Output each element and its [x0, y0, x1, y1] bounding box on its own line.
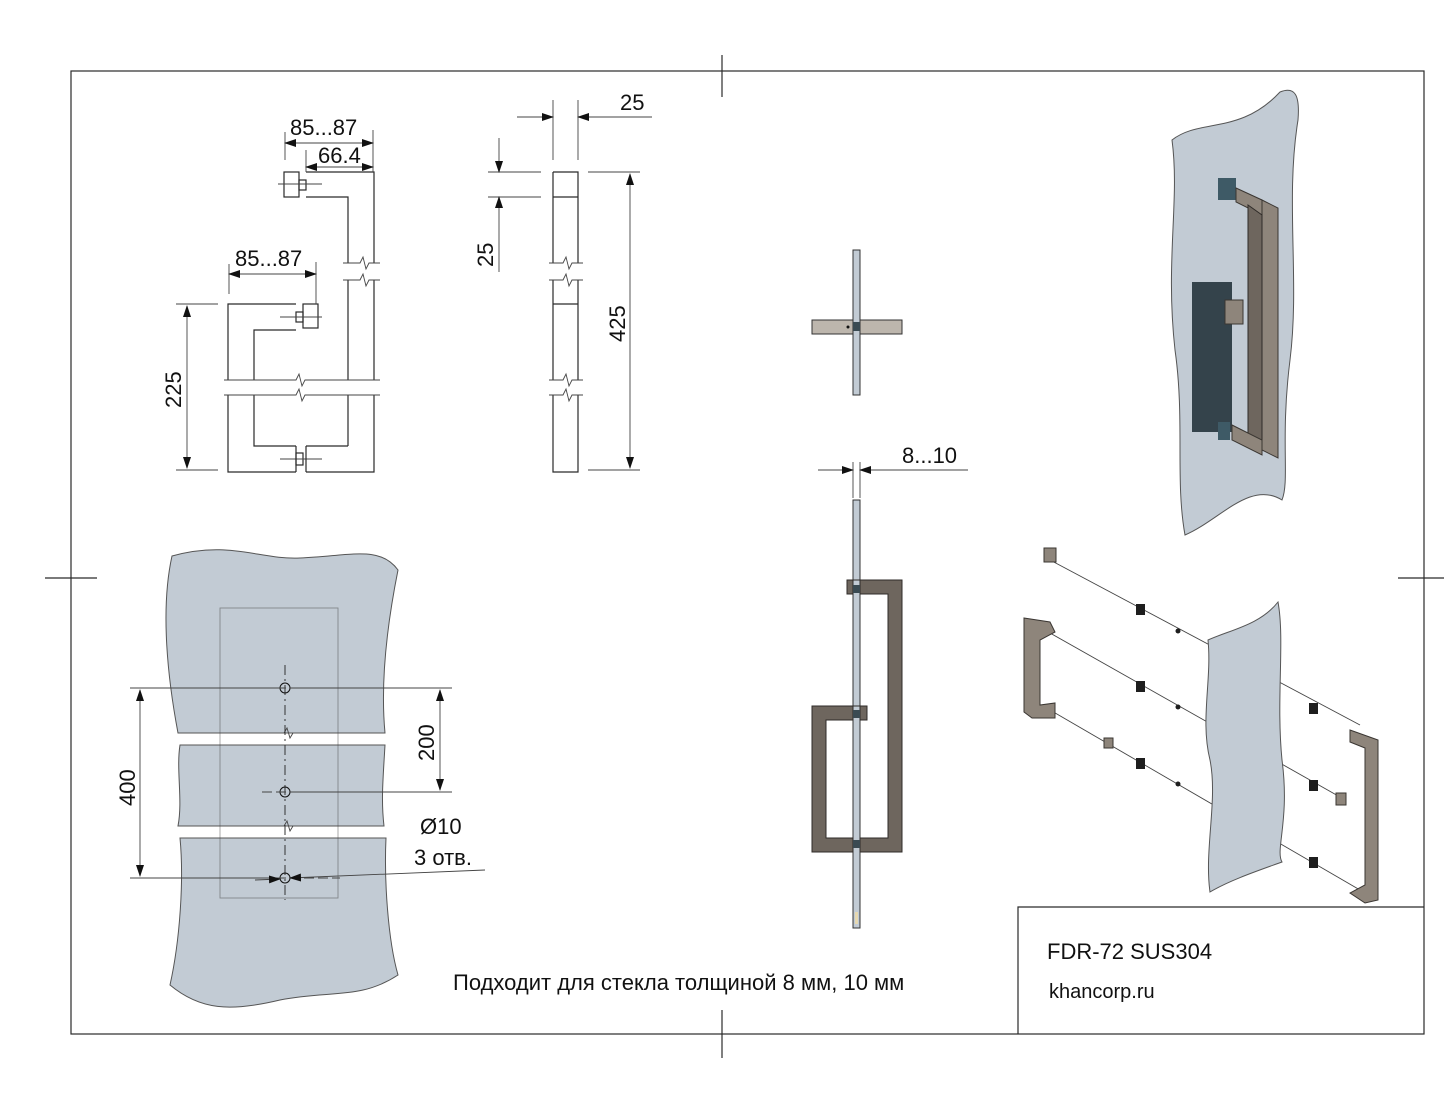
dim-offset-top: 85...87 — [290, 115, 357, 140]
dim-glass-thickness: 8...10 — [902, 443, 957, 468]
top-view — [811, 249, 903, 396]
drawing-frame — [45, 55, 1444, 1058]
dim-width: 25 — [620, 90, 644, 115]
dim-offset-bottom: 85...87 — [235, 246, 302, 271]
dim-spacing: 200 — [414, 724, 439, 761]
product-code: FDR-72 SUS304 — [1047, 939, 1212, 964]
glass-drilling-view: 400 200 Ø10 3 отв. — [115, 549, 486, 1008]
front-view: 85...87 66.4 85...87 225 — [161, 115, 380, 473]
dim-total: 400 — [115, 769, 140, 806]
dim-height: 225 — [161, 371, 186, 408]
dim-inner-top: 66.4 — [318, 143, 361, 168]
glass-thickness-note: Подходит для стекла толщиной 8 мм, 10 мм — [453, 970, 904, 995]
hole-diameter: Ø10 — [420, 814, 462, 839]
assembled-3d-view — [1170, 89, 1299, 536]
side-view: 25 25 425 — [473, 90, 652, 473]
title-block: FDR-72 SUS304 khancorp.ru — [1017, 906, 1424, 1034]
dim-length: 425 — [605, 305, 630, 342]
exploded-3d-view — [1023, 547, 1379, 904]
website: khancorp.ru — [1049, 981, 1155, 1003]
hole-count: 3 отв. — [414, 845, 472, 870]
dim-depth: 25 — [473, 243, 498, 267]
section-view: 8...10 — [811, 443, 968, 929]
